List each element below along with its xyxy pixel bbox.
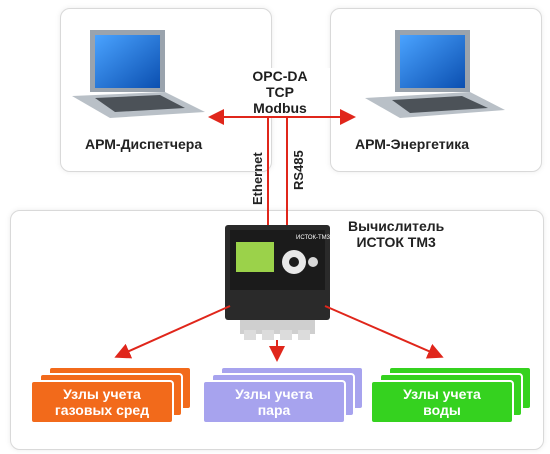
rs485-label: RS485: [291, 150, 306, 190]
gas-nodes-line2: газовых сред: [54, 402, 150, 418]
water-nodes-stack: Узлы учета воды: [370, 366, 532, 424]
steam-nodes-stack: Узлы учета пара: [202, 366, 364, 424]
laptop-icon: [72, 30, 205, 118]
steam-nodes-line2: пара: [257, 402, 291, 418]
dispatcher-workstation-label: АРМ-Диспетчера: [85, 136, 203, 152]
water-nodes-card: Узлы учета воды: [370, 380, 514, 424]
water-nodes-line2: воды: [423, 402, 461, 418]
steam-nodes-line1: Узлы учета: [235, 386, 313, 402]
water-nodes-line1: Узлы учета: [403, 386, 481, 402]
energy-workstation-label: АРМ-Энергетика: [355, 136, 470, 152]
laptop-icon: [365, 30, 505, 118]
gas-nodes-line1: Узлы учета: [63, 386, 141, 402]
arrow-to-water: [324, 305, 444, 359]
protocol-list: OPC-DA TCP Modbus: [230, 68, 330, 116]
device-title-line1: Вычислитель: [348, 218, 445, 234]
device-image: ИСТОК-ТМ3: [225, 225, 331, 340]
gas-nodes-stack: Узлы учета газовых сред: [30, 366, 192, 424]
protocol-tcp: TCP: [266, 84, 294, 100]
gas-nodes-card: Узлы учета газовых сред: [30, 380, 174, 424]
protocol-modbus: Modbus: [253, 100, 307, 116]
device-title-line2: ИСТОК ТМ3: [356, 234, 436, 250]
svg-text:ИСТОК-ТМ3: ИСТОК-ТМ3: [296, 235, 331, 241]
arrow-to-gas: [114, 305, 231, 359]
protocol-opc: OPC-DA: [252, 68, 308, 84]
steam-nodes-card: Узлы учета пара: [202, 380, 346, 424]
ethernet-label: Ethernet: [250, 152, 265, 205]
device-title: Вычислитель ИСТОК ТМ3: [348, 218, 444, 250]
